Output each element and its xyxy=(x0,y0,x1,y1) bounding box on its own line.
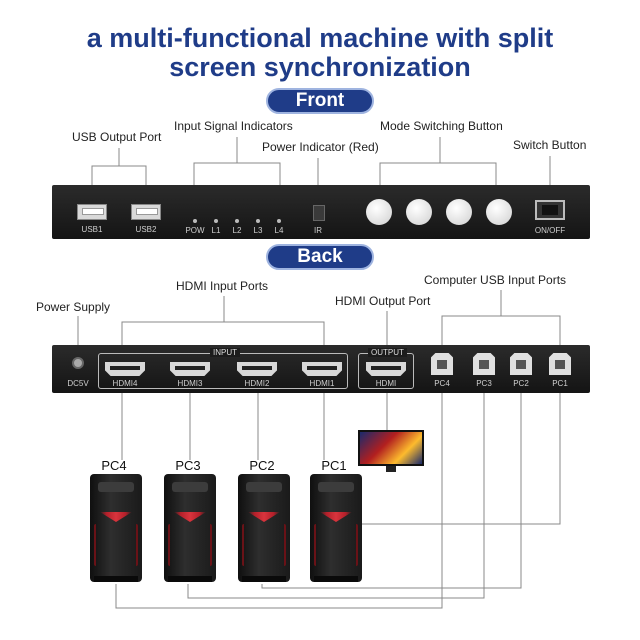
pc4-tower xyxy=(90,474,142,582)
pc2-usb-port xyxy=(510,353,532,375)
hdmi2-label: HDMI2 xyxy=(244,379,270,388)
pc3-tower xyxy=(164,474,216,582)
hdmi4-port xyxy=(105,362,145,376)
pc2-usb-label: PC2 xyxy=(513,379,529,388)
l2-led-label: L2 xyxy=(232,226,242,235)
pow-led xyxy=(193,219,197,223)
hdmi3-port xyxy=(170,362,210,376)
hdmi-input-ports-label: HDMI Input Ports xyxy=(176,279,269,293)
dc-power-jack xyxy=(72,357,84,369)
pc2-tower xyxy=(238,474,290,582)
input-signal-indicators-label: Input Signal Indicators xyxy=(174,119,293,133)
usb1-label: USB1 xyxy=(81,225,103,234)
power-switch[interactable] xyxy=(535,200,565,220)
pc4-label: PC4 xyxy=(101,458,127,473)
hdmi1-label: HDMI1 xyxy=(309,379,335,388)
l3-led xyxy=(256,219,260,223)
power-indicator-label: Power Indicator (Red) xyxy=(262,140,379,154)
usb2-label: USB2 xyxy=(135,225,157,234)
hdmi3-label: HDMI3 xyxy=(177,379,203,388)
pc2-label: PC2 xyxy=(249,458,275,473)
pc1-label: PC1 xyxy=(321,458,347,473)
switch-button-label: Switch Button xyxy=(513,138,587,152)
front-panel: USB1 USB2 POW L1 L2 L3 L4 IR ON/OFF xyxy=(52,185,590,239)
input-group-title: INPUT xyxy=(210,348,240,357)
usb1-port xyxy=(77,204,107,220)
hdmi-output-label: HDMI xyxy=(375,379,397,388)
headline-line-1: a multi-functional machine with split xyxy=(86,23,554,53)
l3-led-label: L3 xyxy=(253,226,263,235)
ir-label: IR xyxy=(314,226,322,235)
power-switch-label: ON/OFF xyxy=(534,226,566,235)
usb2-port xyxy=(131,204,161,220)
pc4-usb-label: PC4 xyxy=(434,379,450,388)
ir-receiver xyxy=(313,205,325,221)
power-supply-label: Power Supply xyxy=(36,300,111,314)
pow-led-label: POW xyxy=(185,226,205,235)
front-badge: Front xyxy=(266,88,374,114)
monitor-image xyxy=(358,430,424,466)
pc1-usb-port xyxy=(549,353,571,375)
l4-led xyxy=(277,219,281,223)
pc4-usb-port xyxy=(431,353,453,375)
mode-button-4[interactable] xyxy=(486,199,512,225)
dc-label: DC5V xyxy=(67,379,89,388)
hdmi-output-port-label: HDMI Output Port xyxy=(335,294,431,308)
hdmi1-port xyxy=(302,362,342,376)
pc3-label: PC3 xyxy=(175,458,201,473)
pc3-usb-port xyxy=(473,353,495,375)
back-panel: DC5V INPUT HDMI4 HDMI3 HDMI2 HDMI1 OUTPU… xyxy=(52,345,590,393)
monitor-stand xyxy=(386,466,396,472)
mode-switching-button-label: Mode Switching Button xyxy=(380,119,503,133)
mode-button-2[interactable] xyxy=(406,199,432,225)
hdmi-output-port xyxy=(366,362,406,376)
usb-output-port-label: USB Output Port xyxy=(72,130,162,144)
mode-button-3[interactable] xyxy=(446,199,472,225)
hdmi2-port xyxy=(237,362,277,376)
output-group-title: OUTPUT xyxy=(368,348,407,357)
computer-usb-input-ports-label: Computer USB Input Ports xyxy=(424,273,567,287)
headline-line-2: screen synchronization xyxy=(169,52,471,82)
l2-led xyxy=(235,219,239,223)
l1-led xyxy=(214,219,218,223)
pc1-usb-label: PC1 xyxy=(552,379,568,388)
back-badge: Back xyxy=(266,244,374,270)
pc1-tower xyxy=(310,474,362,582)
hdmi4-label: HDMI4 xyxy=(112,379,138,388)
pc3-usb-label: PC3 xyxy=(476,379,492,388)
mode-button-1[interactable] xyxy=(366,199,392,225)
l1-led-label: L1 xyxy=(211,226,221,235)
l4-led-label: L4 xyxy=(274,226,284,235)
